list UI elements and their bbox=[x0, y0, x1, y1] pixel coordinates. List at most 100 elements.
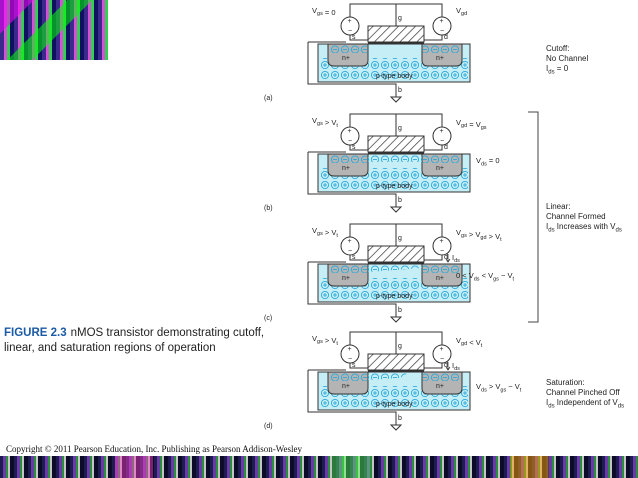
gate-poly bbox=[367, 25, 425, 43]
cutoff-note-line3: Ids = 0 bbox=[546, 64, 569, 76]
svg-text:d: d bbox=[444, 254, 448, 261]
svg-text:−: − bbox=[348, 248, 352, 255]
cutoff-note: Cutoff: No Channel Ids = 0 bbox=[546, 44, 588, 78]
svg-text:b: b bbox=[398, 197, 402, 204]
svg-text:s: s bbox=[352, 144, 356, 151]
n-plus-label: n+ bbox=[436, 55, 444, 62]
vgs-label: Vgs > Vt bbox=[312, 334, 338, 347]
svg-text:s: s bbox=[352, 362, 356, 369]
channel bbox=[368, 373, 408, 380]
vgd-source bbox=[432, 344, 452, 364]
saturation-note: Saturation: Channel Pinched Off Ids Inde… bbox=[546, 378, 624, 412]
n-plus-label: n+ bbox=[342, 165, 350, 172]
svg-text:b: b bbox=[398, 307, 402, 314]
svg-text:s: s bbox=[352, 34, 356, 41]
vgs-source bbox=[340, 236, 360, 256]
svg-text:b: b bbox=[398, 415, 402, 422]
linear-note: Linear: Channel Formed Ids Increases wit… bbox=[546, 202, 622, 236]
p-body-label: p-type body bbox=[376, 401, 413, 408]
source-wire bbox=[349, 362, 368, 369]
cutoff-note-line2: No Channel bbox=[546, 54, 589, 63]
chip-image-strip bbox=[0, 456, 638, 478]
figure-label: FIGURE 2.3 bbox=[4, 327, 67, 339]
drain-wire bbox=[424, 254, 443, 261]
panel-d: + − + − n+ n+ s g d b p-type body (d) Vgs > Vt Vgd < … bbox=[264, 331, 483, 431]
source-wire bbox=[349, 144, 368, 151]
svg-text:−: − bbox=[440, 28, 444, 35]
gate-poly bbox=[367, 135, 425, 153]
svg-text:−: − bbox=[440, 356, 444, 363]
drain-wire bbox=[424, 362, 443, 369]
svg-text:g: g bbox=[398, 15, 402, 22]
linear-bracket bbox=[528, 111, 539, 323]
panel-label: (b) bbox=[264, 205, 273, 212]
ground-symbol bbox=[389, 206, 403, 213]
channel bbox=[368, 155, 422, 162]
svg-text:s: s bbox=[352, 254, 356, 261]
svg-text:g: g bbox=[398, 343, 402, 350]
linear-note-line2: Channel Formed bbox=[546, 212, 606, 221]
chip-die-image bbox=[0, 0, 108, 60]
ground-symbol bbox=[389, 424, 403, 431]
vds-label-d: Vds > Vgs − Vt bbox=[476, 382, 522, 394]
svg-text:b: b bbox=[398, 87, 402, 94]
vgs-source bbox=[340, 126, 360, 146]
source-wire bbox=[349, 34, 368, 41]
vgd-source bbox=[432, 126, 452, 146]
source-wire bbox=[349, 254, 368, 261]
svg-text:+: + bbox=[440, 128, 444, 135]
p-body-label: p-type body bbox=[376, 293, 413, 300]
drain-wire bbox=[424, 144, 443, 151]
vgs-label: Vgs > Vt bbox=[312, 226, 338, 239]
svg-text:+: + bbox=[440, 346, 444, 353]
ground-symbol bbox=[389, 316, 403, 323]
body-wire bbox=[307, 152, 397, 207]
panel-label: (d) bbox=[264, 423, 273, 430]
svg-text:+: + bbox=[348, 346, 352, 353]
svg-text:−: − bbox=[440, 138, 444, 145]
n-plus-label: n+ bbox=[342, 55, 350, 62]
svg-text:−: − bbox=[348, 138, 352, 145]
vds-label-b: Vds = 0 bbox=[476, 156, 500, 168]
gate-poly bbox=[367, 245, 425, 263]
svg-text:d: d bbox=[444, 34, 448, 41]
panel-label: (c) bbox=[264, 315, 272, 322]
svg-text:+: + bbox=[348, 18, 352, 25]
ids-label: Ids bbox=[452, 361, 460, 372]
cutoff-note-line1: Cutoff: bbox=[546, 44, 570, 53]
vgs-source bbox=[340, 16, 360, 36]
panel-label: (a) bbox=[264, 95, 273, 102]
saturation-note-line2: Channel Pinched Off bbox=[546, 388, 620, 397]
body-wire bbox=[307, 370, 397, 425]
svg-text:d: d bbox=[444, 144, 448, 151]
vgs-source bbox=[340, 344, 360, 364]
channel bbox=[368, 265, 422, 272]
linear-note-line3: Ids Increases with Vds bbox=[546, 222, 622, 234]
svg-text:g: g bbox=[398, 235, 402, 242]
figure-caption-text: nMOS transistor demonstrating cutoff, li… bbox=[4, 327, 265, 354]
svg-text:+: + bbox=[440, 18, 444, 25]
svg-text:−: − bbox=[348, 356, 352, 363]
svg-text:+: + bbox=[348, 128, 352, 135]
p-body-label: p-type body bbox=[376, 183, 413, 190]
n-plus-label: n+ bbox=[342, 383, 350, 390]
p-body-label: p-type body bbox=[376, 73, 413, 80]
n-plus-label: n+ bbox=[436, 383, 444, 390]
svg-text:d: d bbox=[444, 362, 448, 369]
vgd-source bbox=[432, 16, 452, 36]
vds-label-c: 0 < Vds < Vgs − Vt bbox=[456, 271, 515, 283]
vgd-label: Vgd bbox=[456, 6, 467, 17]
n-plus-label: n+ bbox=[436, 165, 444, 172]
svg-text:+: + bbox=[348, 238, 352, 245]
vgd-source bbox=[432, 236, 452, 256]
saturation-note-line1: Saturation: bbox=[546, 378, 585, 387]
copyright-notice: Copyright © 2011 Pearson Education, Inc.… bbox=[6, 444, 302, 454]
n-plus-label: n+ bbox=[342, 275, 350, 282]
gate-poly bbox=[367, 353, 425, 371]
vgd-label: Vgd < Vt bbox=[456, 336, 483, 349]
vgd-label: Vgd = Vgs bbox=[456, 118, 487, 131]
vgd-label: Vgs > Vgd > Vt bbox=[456, 228, 502, 243]
